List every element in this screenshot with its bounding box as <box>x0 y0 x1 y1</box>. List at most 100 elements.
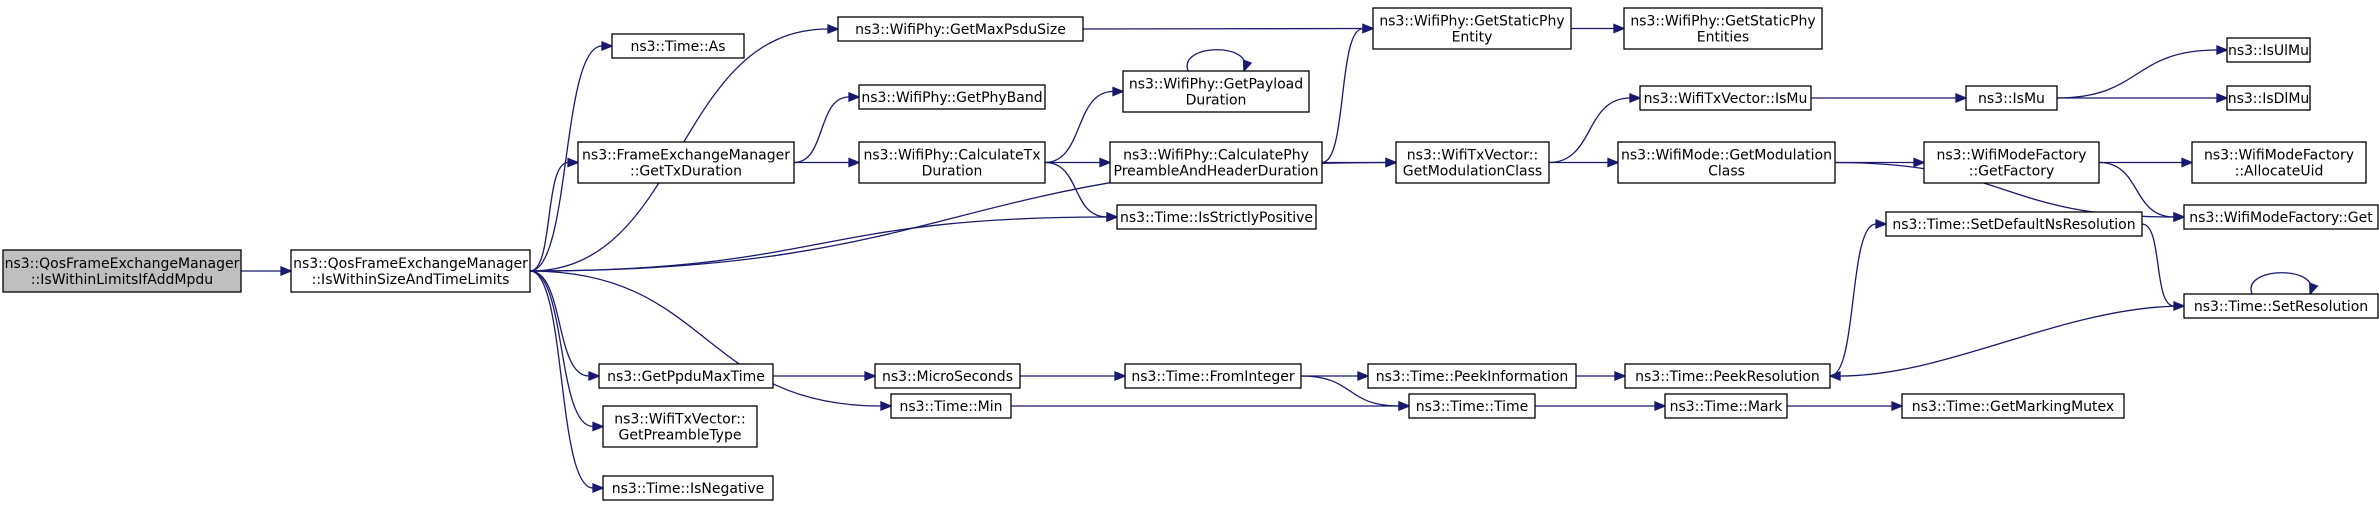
graph-node-n3[interactable]: ns3::WifiPhy::GetMaxPsduSize <box>837 16 1084 42</box>
graph-node-n0[interactable]: ns3::QosFrameExchangeManager::IsWithinLi… <box>2 249 242 293</box>
edge-arrowhead <box>1913 157 1926 168</box>
edge-line <box>1186 49 1246 72</box>
edge-arrowhead <box>1654 401 1667 411</box>
edge-arrowhead <box>1607 157 1620 168</box>
graph-node-n21[interactable]: ns3::WifiTxVector::IsMu <box>1639 85 1812 111</box>
edge-arrowhead <box>2216 45 2229 55</box>
edge-arrowhead <box>1362 23 1375 34</box>
edge-n14-n15 <box>1020 371 1127 381</box>
edge-line <box>793 96 850 164</box>
node-label: ns3::Time::IsStrictlyPositive <box>1120 210 1313 226</box>
node-box <box>2226 85 2311 111</box>
node-box <box>1639 85 1812 111</box>
edge-n28-n33 <box>2141 223 2186 311</box>
node-label: ns3::QosFrameExchangeManager <box>293 256 528 272</box>
node-box <box>602 405 758 448</box>
graph-node-n27[interactable]: ns3::WifiModeFactory::Get <box>2183 204 2379 230</box>
edge-n1-n4 <box>529 157 580 272</box>
node-label: ::IsWithinLimitsIfAddMpdu <box>31 272 213 288</box>
graph-node-n22[interactable]: ns3::WifiMode::GetModulationClass <box>1617 141 1836 184</box>
graph-node-n4[interactable]: ns3::FrameExchangeManager::GetTxDuration <box>577 141 795 184</box>
node-label: ns3::WifiTxVector:: <box>614 412 745 428</box>
edge-arrowhead <box>592 483 605 493</box>
graph-node-n31[interactable]: ns3::IsDlMu <box>2226 85 2311 111</box>
node-layer: ns3::QosFrameExchangeManager::IsWithinLi… <box>2 7 2379 501</box>
edge-n25-n31 <box>2057 93 2229 103</box>
graph-node-n23[interactable]: ns3::Time::PeekResolution <box>1624 363 1831 389</box>
graph-node-n17[interactable]: ns3::WifiTxVector::GetModulationClass <box>1395 141 1550 184</box>
graph-node-n7[interactable]: ns3::WifiTxVector::GetPreambleType <box>602 405 758 448</box>
node-label: Entities <box>1697 30 1749 46</box>
edge-n10-n13 <box>1044 161 1119 222</box>
graph-node-n30[interactable]: ns3::IsUlMu <box>2226 37 2311 63</box>
edge-arrowhead <box>848 92 861 102</box>
edge-n3-n16 <box>1082 23 1375 34</box>
edge-n21-n25 <box>1811 93 1968 103</box>
edge-arrowhead <box>1828 371 1841 381</box>
edge-n12-n17 <box>1321 157 1398 168</box>
node-label: ns3::FrameExchangeManager <box>582 148 790 164</box>
edge-n17-n21 <box>1548 93 1642 164</box>
graph-node-n2[interactable]: ns3::Time::As <box>611 33 745 59</box>
edge-arrowhead <box>1242 59 1253 73</box>
edge-line <box>1321 27 1364 164</box>
node-label: Duration <box>922 164 983 180</box>
node-label: GetModulationClass <box>1403 164 1542 180</box>
graph-node-n13[interactable]: ns3::Time::IsStrictlyPositive <box>1116 204 1317 230</box>
node-label: ns3::MicroSeconds <box>882 369 1013 385</box>
graph-node-n24[interactable]: ns3::Time::Mark <box>1664 393 1788 419</box>
graph-node-n14[interactable]: ns3::MicroSeconds <box>874 363 1021 389</box>
edge-n19-n24 <box>1535 401 1667 411</box>
node-box <box>1367 363 1577 389</box>
node-box <box>2226 37 2311 63</box>
graph-node-n26[interactable]: ns3::WifiModeFactory::GetFactory <box>1923 141 2100 184</box>
graph-node-n15[interactable]: ns3::Time::FromInteger <box>1124 363 1302 389</box>
node-box <box>1923 141 2100 184</box>
node-label: ns3::Time::SetDefaultNsResolution <box>1892 217 2135 233</box>
node-box <box>1408 393 1536 419</box>
node-label: ns3::WifiTxVector::IsMu <box>1644 91 1808 107</box>
graph-node-n9[interactable]: ns3::WifiPhy::GetPhyBand <box>858 84 1046 110</box>
node-label: PreambleAndHeaderDuration <box>1114 164 1319 180</box>
edge-arrowhead <box>592 421 605 432</box>
edge-line <box>2141 223 2175 307</box>
graph-node-n32[interactable]: ns3::WifiModeFactory::AllocateUid <box>2191 141 2367 184</box>
graph-node-n6[interactable]: ns3::Time::Min <box>890 393 1012 419</box>
graph-node-n25[interactable]: ns3::IsMu <box>1965 85 2058 111</box>
node-box <box>1885 211 2143 237</box>
node-label: ::GetFactory <box>1969 164 2055 180</box>
graph-node-n19[interactable]: ns3::Time::Time <box>1408 393 1536 419</box>
node-label: ns3::WifiModeFactory::Get <box>2189 210 2373 226</box>
node-box <box>1901 393 2125 419</box>
graph-node-n12[interactable]: ns3::WifiPhy::CalculatePhyPreambleAndHea… <box>1109 141 1323 184</box>
edge-arrowhead <box>588 371 601 381</box>
node-box <box>858 141 1046 184</box>
node-label: ns3::Time::PeekResolution <box>1635 369 1820 385</box>
node-label: ns3::WifiPhy::CalculateTx <box>864 148 1041 164</box>
edge-arrowhead <box>1891 401 1904 411</box>
graph-node-n1[interactable]: ns3::QosFrameExchangeManager::IsWithinSi… <box>290 249 531 293</box>
node-box <box>611 33 745 59</box>
node-label: ns3::WifiModeFactory <box>1936 148 2086 164</box>
edge-line <box>1300 375 1400 407</box>
node-label: ns3::Time::SetResolution <box>2194 299 2368 315</box>
graph-node-n5[interactable]: ns3::GetPpduMaxTime <box>598 363 774 389</box>
node-box <box>874 363 1021 389</box>
edge-n33-n23 <box>1828 305 2185 381</box>
edge-line <box>529 270 594 489</box>
node-label: GetPreambleType <box>619 428 742 444</box>
graph-node-n8[interactable]: ns3::Time::IsNegative <box>602 475 774 501</box>
graph-node-n29[interactable]: ns3::Time::GetMarkingMutex <box>1901 393 2125 419</box>
edge-arrowhead <box>567 157 580 168</box>
edge-line <box>1044 90 1114 164</box>
graph-node-n28[interactable]: ns3::Time::SetDefaultNsResolution <box>1885 211 2143 237</box>
graph-node-n33[interactable]: ns3::Time::SetResolution <box>2183 293 2379 319</box>
node-box <box>1372 7 1572 50</box>
node-box <box>837 16 1084 42</box>
node-label: ns3::IsMu <box>1978 91 2045 107</box>
graph-node-n18[interactable]: ns3::Time::PeekInformation <box>1367 363 1577 389</box>
